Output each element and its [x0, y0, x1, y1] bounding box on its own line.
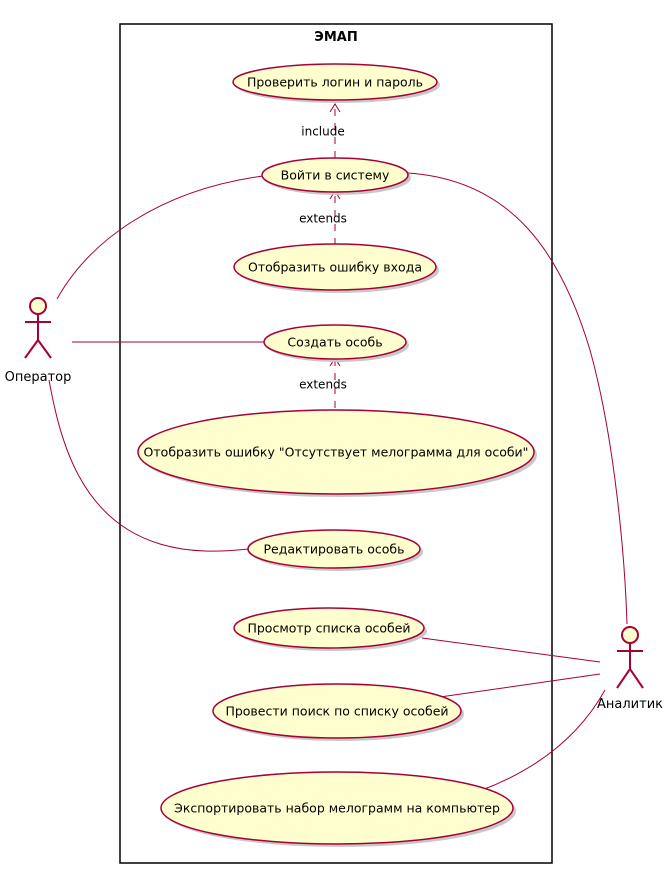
- use-case-login-error[interactable]: Отобразить ошибку входа: [233, 243, 439, 293]
- assoc-analyst-login: [407, 172, 628, 625]
- use-case-login-error-label: Отобразить ошибку входа: [248, 260, 422, 275]
- assoc-operator-edit: [48, 379, 250, 552]
- use-case-edit[interactable]: Редактировать особь: [247, 529, 423, 571]
- use-case-check-login-label: Проверить логин и пароль: [247, 75, 423, 90]
- use-case-create-label: Создать особь: [287, 335, 382, 350]
- use-case-create[interactable]: Создать особь: [263, 324, 409, 362]
- assoc-operator-login: [56, 175, 264, 300]
- dep-extends-create-label: extends: [299, 378, 347, 392]
- use-case-export-label: Экспортировать набор мелограмм на компью…: [174, 801, 500, 816]
- use-case-create-error-label: Отобразить ошибку "Отсутствует мелограмм…: [144, 445, 529, 460]
- assoc-analyst-search: [439, 673, 601, 698]
- assoc-analyst-export: [481, 689, 606, 791]
- use-case-login-label: Войти в систему: [281, 168, 390, 183]
- actor-operator-label: Оператор: [5, 370, 72, 385]
- dep-include-label: include: [301, 125, 344, 139]
- dep-extends-login-label: extends: [299, 212, 347, 226]
- actor-analyst-legs: [616, 667, 644, 689]
- use-case-login[interactable]: Войти в систему: [261, 157, 411, 195]
- use-case-create-error[interactable]: Отобразить ошибку "Отсутствует мелограмм…: [137, 409, 537, 497]
- assoc-analyst-view: [421, 637, 601, 663]
- use-case-edit-label: Редактировать особь: [264, 542, 405, 557]
- use-case-search-label: Провести поиск по списку особей: [225, 704, 448, 719]
- use-case-view-list-label: Просмотр списка особей: [247, 621, 410, 636]
- dep-include-arrow: [329, 103, 341, 113]
- use-case-check-login[interactable]: Проверить логин и пароль: [232, 63, 440, 103]
- actor-analyst-label: Аналитик: [597, 697, 663, 712]
- system-boundary: [119, 23, 553, 864]
- use-case-export[interactable]: Экспортировать набор мелограмм на компью…: [160, 771, 516, 847]
- actor-operator-legs: [24, 338, 52, 359]
- actor-analyst-head: [621, 626, 639, 644]
- use-case-view-list[interactable]: Просмотр списка особей: [233, 607, 427, 651]
- actor-analyst[interactable]: Аналитик: [597, 626, 663, 712]
- use-case-search[interactable]: Провести поиск по списку особей: [212, 683, 464, 741]
- actor-operator[interactable]: Оператор: [5, 297, 72, 385]
- system-title: ЭМАП: [314, 30, 357, 45]
- actor-operator-head: [29, 297, 47, 315]
